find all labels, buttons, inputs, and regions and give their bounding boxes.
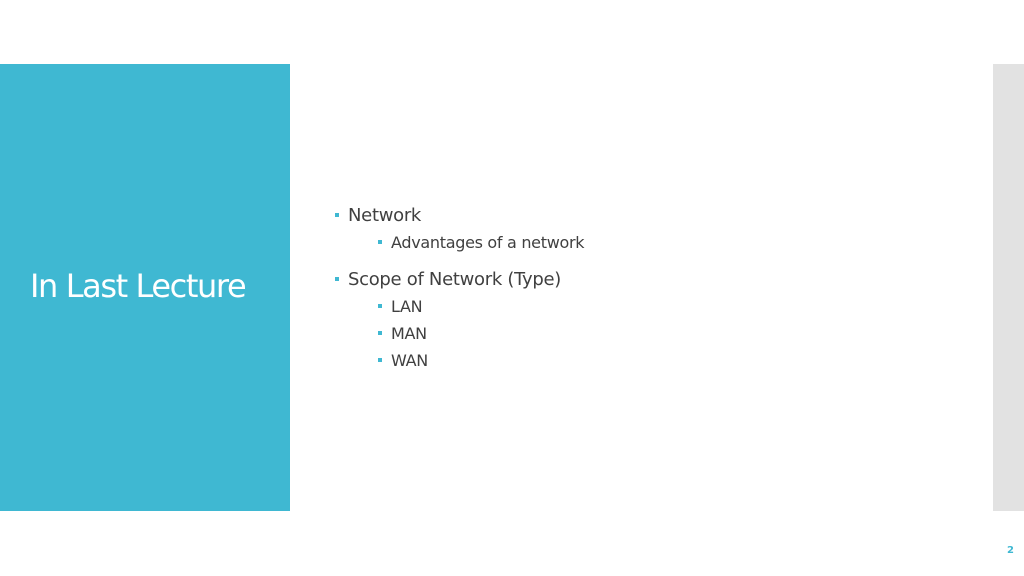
- bullet-item-network: Network Advantages of a network: [335, 203, 935, 256]
- title-panel: [0, 64, 290, 511]
- bullet-icon: [378, 304, 382, 308]
- bullet-icon: [378, 331, 382, 335]
- slide-number: 2: [1007, 545, 1014, 556]
- sub-item-text: WAN: [391, 351, 428, 370]
- right-decorative-strip: [993, 64, 1024, 511]
- sub-item-text: Advantages of a network: [391, 233, 585, 252]
- sub-item-wan: WAN: [378, 347, 935, 374]
- sub-item-man: MAN: [378, 320, 935, 347]
- bullet-text: Scope of Network (Type): [348, 269, 561, 290]
- sub-item-text: MAN: [391, 324, 427, 343]
- sub-item-lan: LAN: [378, 293, 935, 320]
- sub-item-advantages: Advantages of a network: [378, 229, 935, 256]
- sub-item-text: LAN: [391, 297, 423, 316]
- sub-list: LAN MAN WAN: [378, 293, 935, 374]
- bullet-list: Network Advantages of a network Scope of…: [335, 203, 935, 374]
- bullet-item-scope: Scope of Network (Type) LAN MAN WAN: [335, 267, 935, 374]
- content-area: Network Advantages of a network Scope of…: [335, 203, 935, 374]
- bullet-icon: [378, 358, 382, 362]
- bullet-icon: [335, 213, 339, 217]
- slide-title: In Last Lecture: [30, 267, 247, 305]
- bullet-icon: [335, 277, 339, 281]
- bullet-text: Network: [348, 205, 422, 226]
- bullet-icon: [378, 240, 382, 244]
- sub-list: Advantages of a network: [378, 229, 935, 256]
